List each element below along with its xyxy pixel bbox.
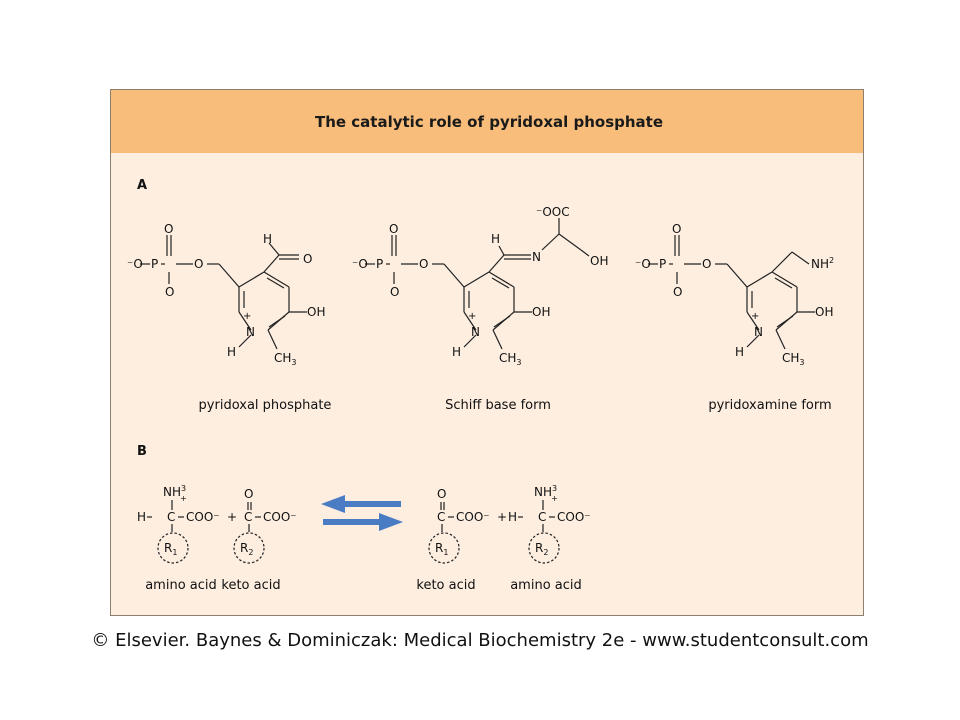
- svg-text:COO⁻: COO⁻: [557, 510, 591, 524]
- svg-text:H: H: [491, 232, 500, 246]
- svg-text:H: H: [735, 345, 744, 359]
- svg-text:⁻O: ⁻O: [352, 257, 368, 271]
- caption-schiff-base: Schiff base form: [445, 398, 551, 413]
- svg-text:CH3: CH3: [274, 351, 297, 367]
- svg-text:OH: OH: [307, 305, 325, 319]
- pyridoxal-phosphate-structure: [140, 235, 307, 350]
- caption-pyridoxal-phosphate: pyridoxal phosphate: [198, 398, 332, 413]
- svg-text:O: O: [244, 487, 253, 501]
- svg-text:O: O: [437, 487, 446, 501]
- svg-text:COO⁻: COO⁻: [263, 510, 297, 524]
- pyridoxamine-structure: [648, 235, 815, 350]
- svg-text:O: O: [672, 222, 681, 236]
- svg-text:CH3: CH3: [499, 351, 522, 367]
- svg-text:C: C: [437, 510, 445, 524]
- panel-b-label: B: [137, 444, 147, 459]
- svg-text:OH: OH: [532, 305, 550, 319]
- svg-text:C: C: [538, 510, 546, 524]
- svg-text:R2: R2: [240, 541, 253, 557]
- caption-b-keto-acid-left: keto acid: [221, 578, 281, 593]
- svg-text:P: P: [376, 257, 383, 271]
- svg-text:O: O: [673, 285, 682, 299]
- svg-text:N: N: [532, 250, 541, 264]
- svg-text:R1: R1: [164, 541, 177, 557]
- svg-text:H: H: [263, 232, 272, 246]
- caption-pyridoxamine: pyridoxamine form: [708, 398, 832, 413]
- svg-text:⁻O: ⁻O: [127, 257, 143, 271]
- svg-text:OH: OH: [815, 305, 833, 319]
- schiff-base-structure: [365, 218, 590, 350]
- caption-b-amino-acid-right: amino acid: [510, 578, 582, 593]
- panel-a-label: A: [137, 178, 148, 193]
- svg-text:N: N: [754, 325, 763, 339]
- caption-b-amino-acid-left: amino acid: [145, 578, 217, 593]
- svg-text:C: C: [167, 510, 175, 524]
- svg-text:OH: OH: [590, 254, 608, 268]
- svg-text:NH3+: NH3+: [163, 484, 187, 503]
- svg-text:O: O: [194, 257, 203, 271]
- svg-text:NH3+: NH3+: [534, 484, 558, 503]
- svg-text:P: P: [151, 257, 158, 271]
- svg-text:P: P: [659, 257, 666, 271]
- svg-text:O: O: [303, 252, 312, 266]
- svg-text:C: C: [244, 510, 252, 524]
- svg-text:N: N: [246, 325, 255, 339]
- svg-text:R2: R2: [535, 541, 548, 557]
- svg-text:O: O: [702, 257, 711, 271]
- svg-text:O: O: [390, 285, 399, 299]
- chemical-structures: ⁻O P O O O H O OH N + H CH3 ⁻O P O O O H…: [127, 205, 834, 564]
- svg-text:⁻O: ⁻O: [635, 257, 651, 271]
- svg-text:⁻OOC: ⁻OOC: [536, 205, 570, 219]
- svg-text:+: +: [751, 311, 759, 322]
- figure-title: The catalytic role of pyridoxal phosphat…: [314, 112, 664, 131]
- svg-text:O: O: [165, 285, 174, 299]
- svg-text:+: +: [468, 311, 476, 322]
- caption-b-keto-acid-right: keto acid: [416, 578, 476, 593]
- svg-text:+: +: [227, 510, 237, 524]
- svg-text:+: +: [243, 311, 251, 322]
- svg-text:H: H: [452, 345, 461, 359]
- svg-text:CH3: CH3: [782, 351, 805, 367]
- svg-text:+: +: [497, 510, 507, 524]
- svg-text:COO⁻: COO⁻: [456, 510, 490, 524]
- copyright-notice: © Elsevier. Baynes & Dominiczak: Medical…: [91, 630, 869, 651]
- svg-text:R1: R1: [435, 541, 448, 557]
- svg-text:O: O: [164, 222, 173, 236]
- figure-banner: The catalytic role of pyridoxal phosphat…: [111, 90, 863, 153]
- svg-text:H: H: [508, 510, 517, 524]
- svg-text:N: N: [471, 325, 480, 339]
- svg-text:COO⁻: COO⁻: [186, 510, 220, 524]
- figure-panel: The catalytic role of pyridoxal phosphat…: [110, 89, 864, 616]
- equilibrium-arrows: [321, 495, 403, 531]
- svg-text:O: O: [419, 257, 428, 271]
- svg-text:O: O: [389, 222, 398, 236]
- svg-text:H: H: [137, 510, 146, 524]
- svg-text:H: H: [227, 345, 236, 359]
- reaction-scheme: [147, 500, 560, 564]
- svg-text:NH2: NH2: [811, 256, 834, 271]
